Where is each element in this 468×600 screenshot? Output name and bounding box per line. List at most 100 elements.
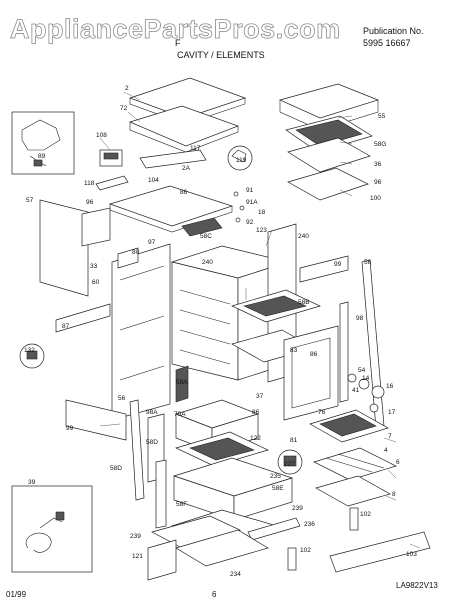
rack-6 [313,447,397,481]
part-label: 235 [270,473,281,480]
part-label: 58D [146,439,158,446]
part-label: 58A [176,379,188,386]
trim-87 [55,303,111,333]
publication-label: Publication No. [363,26,424,36]
part-label: 58D [110,465,122,472]
callout-119 [227,145,253,171]
part-label: 37 [256,393,264,400]
part-label: 118 [84,180,95,187]
footer-date: 01/99 [6,590,27,599]
strip-103 [329,531,431,573]
part-label: 123 [256,227,267,234]
footer-diagram-id: LA9822V13 [396,581,438,590]
part-label: 122 [250,435,261,442]
part-label: 227 [284,461,295,468]
part-label: 58C [200,233,212,240]
part-label: 119 [236,157,247,164]
part-label: 6 [396,459,400,466]
inset-box-89 [11,111,75,175]
drawer-58E-58F [172,457,294,521]
part-label: 98 [356,315,364,322]
plate-96 [81,207,111,247]
part-label: 100 [370,195,381,202]
part-label: 239 [130,533,141,540]
trim-56-right [361,259,385,429]
shield-36 [287,137,371,173]
part-label: 87 [62,323,70,330]
part-label: 102 [360,511,371,518]
part-label: 36 [374,161,382,168]
part-label: 86 [252,409,260,416]
spacer-102a [349,507,359,531]
screws-91-92 [233,191,245,223]
part-label: 56 [364,259,372,266]
element-58G [285,115,373,153]
part-label: 70A [174,411,186,418]
door-86 [283,325,339,421]
part-label: 97 [148,239,156,246]
broiler-pan-7 [309,409,389,443]
part-label: 103 [406,551,417,558]
part-label: 33 [90,263,98,270]
part-label: 58G [374,141,386,148]
inset-box-39 [11,485,93,573]
part-label: 18 [258,209,266,216]
part-label: 89 [38,153,46,160]
drawer-234 [175,529,269,567]
part-label: 239 [292,505,303,512]
part-label: 83 [290,347,298,354]
part-label: 80 [132,249,140,256]
element-58B [231,289,321,323]
part-label: 14 [362,375,370,382]
hinge-strip-98 [339,301,349,403]
part-label: 72 [120,105,128,112]
section-title: CAVITY / ELEMENTS [177,50,265,60]
part-label: 41 [352,387,360,394]
knobs-group [347,373,385,413]
plate-100 [287,167,369,201]
spacer-102b [287,547,297,571]
insulation-57 [39,199,89,297]
part-label: 98A [146,409,158,416]
strip-56-lower [129,399,145,501]
pan-8 [315,475,391,507]
part-label: 132 [24,347,35,354]
part-label: 240 [202,259,213,266]
part-label: 91A [246,199,258,206]
watermark-text: AppliancePartsPros.com [10,14,341,44]
panel-99-lower [65,399,127,441]
part-label: 91 [246,187,254,194]
part-label: 92 [246,219,254,226]
part-label: 99 [334,261,342,268]
kick-121 [147,539,177,581]
part-label: 16 [386,383,394,390]
element-58C [181,217,223,237]
footer-page: 6 [212,590,217,599]
part-label: 234 [230,571,241,578]
part-80 [117,247,139,269]
element-122 [175,431,269,467]
part-label: 76 [318,409,326,416]
part-label: 81 [290,437,298,444]
part-label: 39 [28,479,36,486]
part-label: 8 [392,491,396,498]
part-label: 102 [300,547,311,554]
part-label: 56 [118,395,126,402]
part-label: 86 [180,189,188,196]
part-label: 96 [86,199,94,206]
part-label: 17 [388,409,396,416]
part-label: 54 [358,367,366,374]
leader-lines [99,91,421,549]
part-label: 117 [190,145,201,152]
part-label: 60 [92,279,100,286]
bracket-117 [139,149,207,169]
part-label: 58E [272,485,284,492]
part-label: 99 [66,425,74,432]
clip-118 [95,175,129,191]
trim-99-right [299,255,349,283]
part-label: 96 [374,179,382,186]
part-number-labels: 2 72 108 89 55 58G 36 96 100 117 2A 119 … [24,85,417,578]
element-58A [175,365,189,403]
part-label: 236 [304,521,315,528]
